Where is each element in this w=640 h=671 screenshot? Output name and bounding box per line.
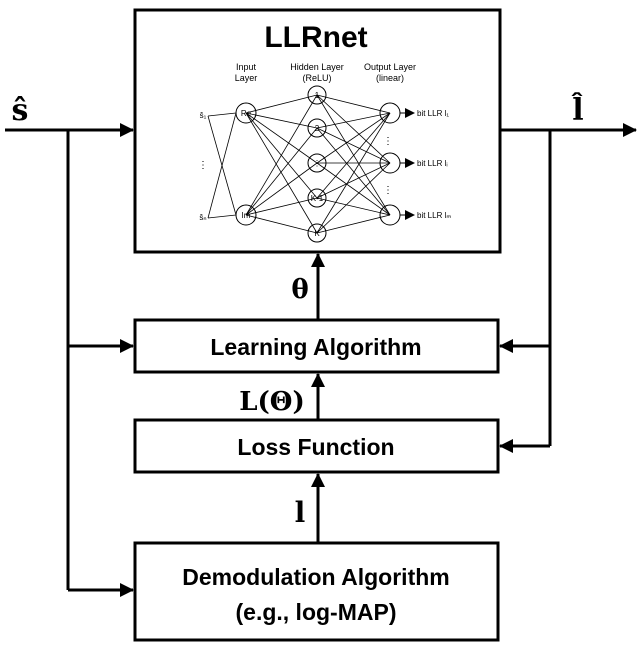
input-node-re: Re	[235, 102, 257, 124]
network-connections	[207, 94, 391, 234]
hidden-node-1-label: 1	[315, 91, 320, 100]
hidden-edge	[245, 127, 318, 216]
output-edge	[316, 127, 391, 164]
hidden-edge	[245, 112, 318, 234]
loss-symbol: L(Θ)	[239, 387, 305, 417]
hidden-node-ellipsis-label: ⋮	[313, 159, 321, 168]
loss-function-label: Loss Function	[237, 434, 394, 460]
hidden-edge	[245, 94, 318, 216]
output-dots-bottom: ⋮	[383, 185, 393, 196]
hidden-edge	[245, 112, 318, 164]
hidden-node-1: 1	[307, 85, 327, 105]
hidden-node-k-label: K	[314, 229, 320, 238]
output-edge	[316, 94, 391, 164]
output-edge	[316, 112, 391, 234]
demodulation-label-line1: Demodulation Algorithm	[182, 564, 449, 590]
hidden-node-2: 2	[307, 118, 327, 138]
hidden-node-k-minus-1-label: K-1	[311, 194, 324, 203]
output-edge	[316, 127, 391, 216]
output-label-m: bit LLR lₘ	[417, 211, 451, 220]
input-node-im: Im	[235, 204, 257, 226]
hidden-node-2-label: 2	[315, 124, 320, 133]
demodulation-algorithm-box	[133, 541, 500, 642]
hidden-edge	[245, 197, 318, 216]
hidden-node-k: K	[307, 223, 327, 243]
output-label-1: bit LLR l₁	[417, 109, 449, 118]
input-node-re-label: Re	[241, 109, 252, 118]
hidden-edge	[245, 162, 318, 216]
output-edge	[316, 112, 391, 164]
input-s1-label: ŝ₁	[200, 111, 207, 120]
output-label-i: bit LLR lᵢ	[417, 159, 448, 168]
input-sn-label: ŝₙ	[199, 213, 206, 222]
hidden-edge	[245, 214, 318, 234]
output-edge	[316, 112, 391, 129]
hidden-node-k-minus-1: K-1	[307, 188, 327, 208]
output-edge	[316, 162, 391, 199]
input-edge	[207, 112, 237, 117]
output-edge	[316, 162, 391, 234]
l-symbol: l	[295, 496, 306, 529]
output-edge	[316, 162, 391, 216]
learning-algorithm-label: Learning Algorithm	[210, 334, 421, 360]
hidden-layer-header-1: Hidden Layer	[290, 62, 344, 72]
output-layer-header-2: (linear)	[376, 73, 404, 83]
hidden-edge	[245, 94, 318, 114]
llrnet-box	[133, 8, 502, 254]
input-dots: ⋮	[198, 160, 208, 171]
output-dots-top: ⋮	[383, 136, 393, 147]
s-hat-symbol: ŝ	[12, 93, 29, 128]
output-edge	[316, 94, 391, 114]
llrnet-title: LLRnet	[264, 21, 367, 54]
hidden-edge	[245, 112, 318, 129]
input-node-im-label: Im	[242, 211, 251, 220]
input-edge	[207, 112, 237, 219]
output-layer-header-1: Output Layer	[364, 62, 416, 72]
learning-algorithm-box	[133, 318, 500, 374]
input-layer-header-2: Layer	[235, 73, 258, 83]
hidden-node-ellipsis: ⋮	[307, 153, 327, 173]
input-edge	[207, 214, 237, 219]
demodulation-label-line2: (e.g., log-MAP)	[236, 599, 397, 625]
l-hat-symbol: l̂	[571, 93, 584, 128]
hidden-layer-header-2: (ReLU)	[302, 73, 331, 83]
output-edge	[316, 197, 391, 216]
output-edge	[316, 214, 391, 234]
input-layer-header-1: Input	[236, 62, 257, 72]
output-edge	[316, 112, 391, 199]
theta-symbol: θ	[291, 275, 308, 305]
